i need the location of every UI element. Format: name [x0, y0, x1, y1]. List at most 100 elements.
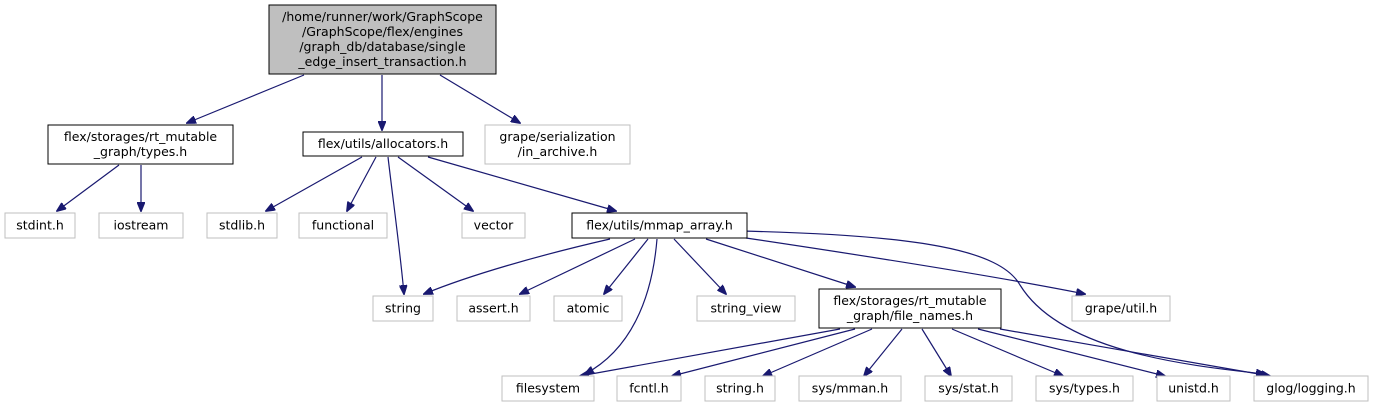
edge-allocators-to-vector — [397, 156, 473, 211]
node-vector: vector — [461, 212, 526, 239]
node-atomic: atomic — [553, 295, 623, 322]
node-label: grape/util.h — [1085, 301, 1157, 316]
node-box — [1253, 375, 1369, 402]
edge-mmap_array-to-filesystem — [585, 238, 658, 374]
node-iostream: iostream — [98, 212, 184, 239]
node-label: atomic — [567, 301, 610, 316]
node-allocators[interactable]: flex/utils/allocators.h — [302, 131, 464, 157]
node-label: sys/mman.h — [812, 381, 888, 396]
node-label: /GraphScope/flex/engines — [302, 24, 463, 39]
edge-file_names-to-string_h — [763, 328, 873, 376]
node-box — [1035, 375, 1134, 402]
node-string-view: string_view — [696, 295, 796, 322]
node-root[interactable]: /home/runner/work/GraphScope/GraphScope/… — [268, 4, 497, 75]
node-box — [372, 295, 434, 322]
node-label: stdint.h — [16, 218, 64, 233]
edge-mmap_array-to-file_names — [705, 238, 855, 287]
edge-file_names-to-sys_stat — [921, 328, 951, 376]
edge-file_names-to-sys_types — [951, 328, 1063, 376]
node-unistd: unistd.h — [1156, 375, 1231, 402]
node-mmap-array[interactable]: flex/utils/mmap_array.h — [571, 212, 748, 239]
node-fcntl: fcntl.h — [616, 375, 682, 402]
edge-file_names-to-sys_mman — [864, 328, 903, 376]
node-box — [4, 212, 76, 239]
node-label: fcntl.h — [629, 381, 668, 396]
node-box — [98, 212, 184, 239]
node-label: vector — [474, 218, 515, 233]
node-label: string.h — [716, 381, 764, 396]
node-label: filesystem — [516, 381, 580, 396]
node-label: /graph_db/database/single — [299, 39, 466, 54]
node-label: unistd.h — [1168, 381, 1219, 396]
node-box — [616, 375, 682, 402]
node-label: assert.h — [468, 301, 518, 316]
node-label: stdlib.h — [219, 218, 265, 233]
node-label: string_view — [711, 301, 782, 316]
node-label: functional — [312, 218, 374, 233]
node-label: flex/utils/allocators.h — [318, 136, 448, 151]
node-box — [1156, 375, 1231, 402]
node-stdint: stdint.h — [4, 212, 76, 239]
node-string: string — [372, 295, 434, 322]
edge-allocators-to-string — [387, 156, 404, 294]
node-box — [298, 212, 388, 239]
edge-mmap_array-to-string_view — [673, 238, 726, 294]
edge-mmap_array-to-string — [424, 238, 611, 294]
node-label: glog/logging.h — [1266, 381, 1355, 396]
node-sys-mman: sys/mman.h — [798, 375, 902, 402]
node-string-h: string.h — [704, 375, 776, 402]
node-box — [553, 295, 623, 322]
edge-file_names-to-glog — [999, 328, 1270, 376]
node-label: iostream — [114, 218, 169, 233]
node-box — [47, 124, 234, 165]
node-types[interactable]: flex/storages/rt_mutable_graph/types.h — [47, 124, 234, 165]
node-box — [818, 288, 1002, 329]
node-label: sys/types.h — [1049, 381, 1120, 396]
node-box — [696, 295, 796, 322]
node-label: /in_archive.h — [518, 144, 598, 159]
node-box — [206, 212, 278, 239]
node-box — [456, 295, 531, 322]
node-label: flex/storages/rt_mutable — [833, 293, 987, 308]
edge-allocators-to-stdlib — [266, 156, 363, 211]
node-label: grape/serialization — [499, 129, 615, 144]
node-sys-stat: sys/stat.h — [924, 375, 1013, 402]
node-label: _graph/types.h — [93, 144, 187, 159]
edge-mmap_array-to-glog — [739, 230, 1265, 374]
node-file-names[interactable]: flex/storages/rt_mutable_graph/file_name… — [818, 288, 1002, 329]
node-box — [484, 124, 631, 165]
node-label: _edge_insert_transaction.h — [297, 54, 466, 69]
edge-root-to-types — [187, 74, 305, 123]
node-box — [501, 375, 595, 402]
node-label: sys/stat.h — [938, 381, 999, 396]
nodes-layer: /home/runner/work/GraphScope/GraphScope/… — [4, 4, 1369, 402]
node-label: string — [385, 301, 421, 316]
node-label: flex/utils/mmap_array.h — [586, 218, 733, 233]
node-label: /home/runner/work/GraphScope — [282, 9, 483, 24]
edge-mmap_array-to-assert — [520, 238, 636, 294]
node-assert: assert.h — [456, 295, 531, 322]
node-glog: glog/logging.h — [1253, 375, 1369, 402]
edge-root-to-in_archive — [439, 74, 520, 123]
node-box — [461, 212, 526, 239]
node-box — [798, 375, 902, 402]
node-functional: functional — [298, 212, 388, 239]
node-sys-types: sys/types.h — [1035, 375, 1134, 402]
node-box — [1071, 295, 1171, 322]
node-filesystem: filesystem — [501, 375, 595, 402]
node-box — [571, 212, 748, 239]
node-box — [924, 375, 1013, 402]
edge-file_names-to-filesystem — [580, 328, 841, 376]
edge-file_names-to-unistd — [977, 328, 1165, 376]
edge-allocators-to-functional — [347, 156, 377, 211]
node-in-archive: grape/serialization/in_archive.h — [484, 124, 631, 165]
edge-mmap_array-to-atomic — [604, 238, 649, 294]
node-box — [302, 131, 464, 157]
edges-layer — [57, 74, 1270, 376]
edge-file_names-to-fcntl — [672, 328, 856, 376]
node-label: _graph/file_names.h — [846, 308, 973, 323]
node-label: flex/storages/rt_mutable — [64, 129, 218, 144]
edge-allocators-to-mmap_array — [427, 156, 616, 211]
node-stdlib: stdlib.h — [206, 212, 278, 239]
